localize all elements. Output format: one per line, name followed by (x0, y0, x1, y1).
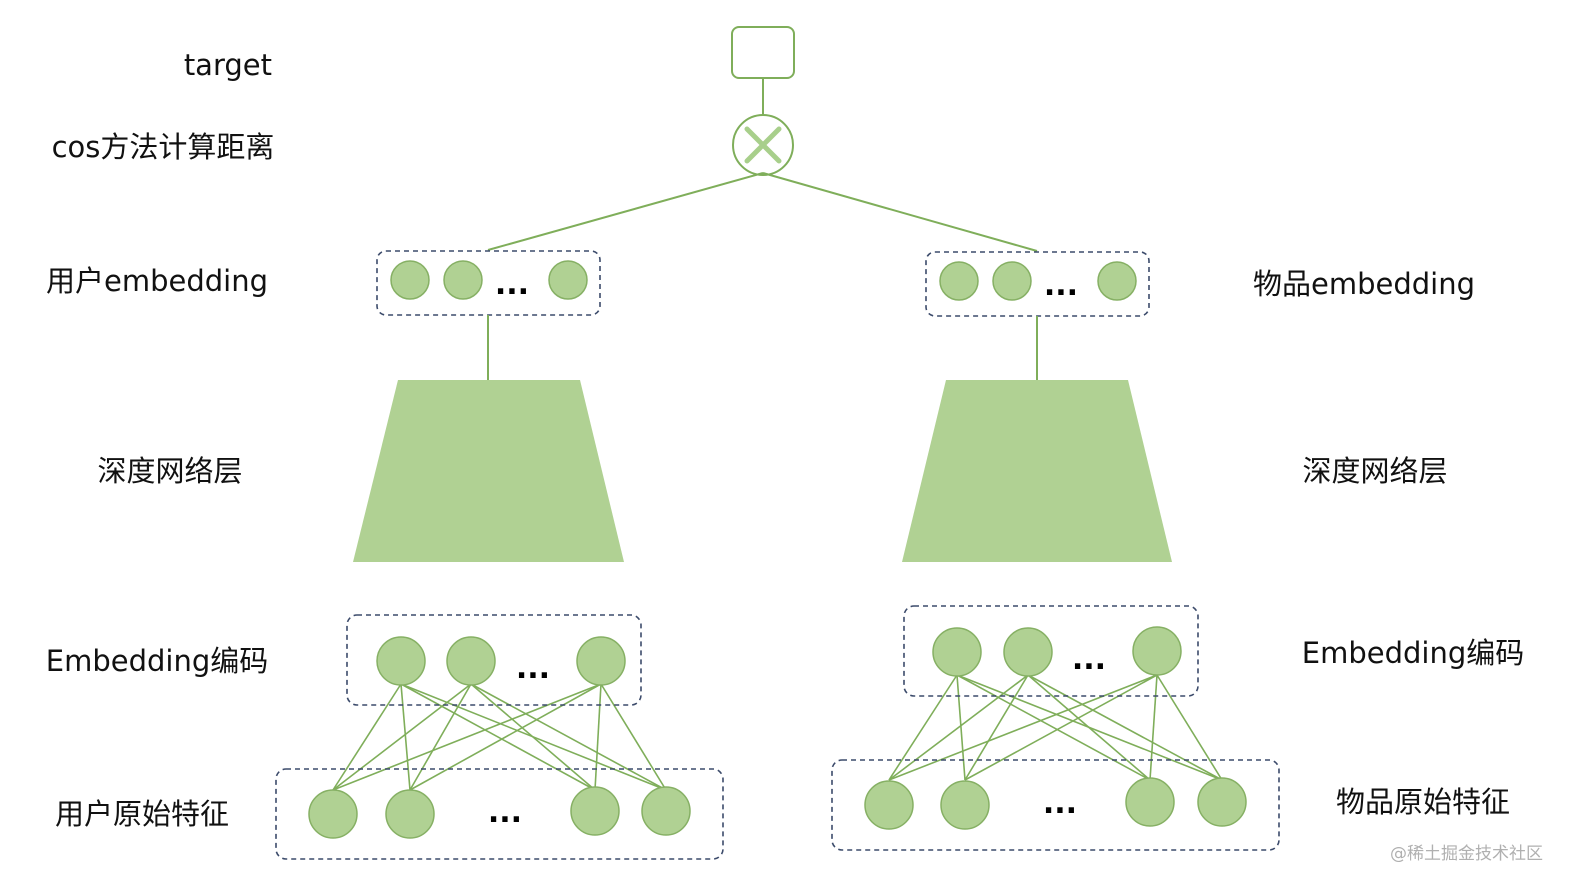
user-embedding-node (390, 260, 430, 300)
item-embedding-node (939, 261, 979, 301)
item-encode-node (1003, 627, 1053, 677)
item-embedding-ellipsis: ... (1044, 268, 1078, 303)
label-target: target (184, 48, 272, 82)
user-encode-ellipsis: ... (516, 651, 550, 686)
item-raw-features-box (831, 759, 1280, 851)
user-embedding-node (548, 260, 588, 300)
item-dnn-tower (902, 380, 1172, 562)
item-raw-node (864, 780, 914, 830)
item-embedding-node (992, 261, 1032, 301)
label-item-embedding-encode: Embedding编码 (1302, 636, 1525, 670)
user-raw-ellipsis: ... (488, 795, 522, 830)
item-embedding-node (1097, 261, 1137, 301)
item-raw-node (940, 780, 990, 830)
user-raw-features-box (275, 768, 724, 860)
item-encode-node (1132, 626, 1182, 676)
user-raw-node (641, 786, 691, 836)
label-user-raw-features: 用户原始特征 (55, 797, 229, 831)
item-raw-node (1125, 777, 1175, 827)
user-raw-node (308, 789, 358, 839)
item-embedding-encode-box (903, 605, 1199, 697)
label-item-embedding: 物品embedding (1253, 267, 1475, 301)
user-raw-node (570, 786, 620, 836)
label-cos-distance: cos方法计算距离 (52, 130, 275, 164)
user-embedding-encode-box (346, 614, 642, 706)
item-raw-ellipsis: ... (1043, 786, 1077, 821)
user-embedding-node (443, 260, 483, 300)
user-encode-node (576, 636, 626, 686)
cross-icon (744, 126, 782, 164)
label-item-raw-features: 物品原始特征 (1336, 785, 1510, 819)
watermark: @稀土掘金技术社区 (1390, 844, 1543, 864)
label-user-embedding-encode: Embedding编码 (46, 644, 269, 678)
user-encode-node (446, 636, 496, 686)
label-user-dnn: 深度网络层 (97, 454, 242, 488)
target-node (731, 26, 795, 79)
item-encode-ellipsis: ... (1072, 642, 1106, 677)
label-user-embedding: 用户embedding (46, 264, 268, 298)
item-encode-node (932, 627, 982, 677)
user-embedding-ellipsis: ... (495, 267, 529, 302)
link-cos-item (762, 172, 1038, 252)
item-raw-node (1197, 777, 1247, 827)
user-dnn-tower (353, 380, 624, 562)
link-cos-user (487, 172, 764, 251)
label-item-dnn: 深度网络层 (1302, 454, 1447, 488)
item-feature-links (888, 674, 1223, 781)
user-encode-node (376, 636, 426, 686)
user-raw-node (385, 789, 435, 839)
user-feature-links (332, 683, 667, 791)
